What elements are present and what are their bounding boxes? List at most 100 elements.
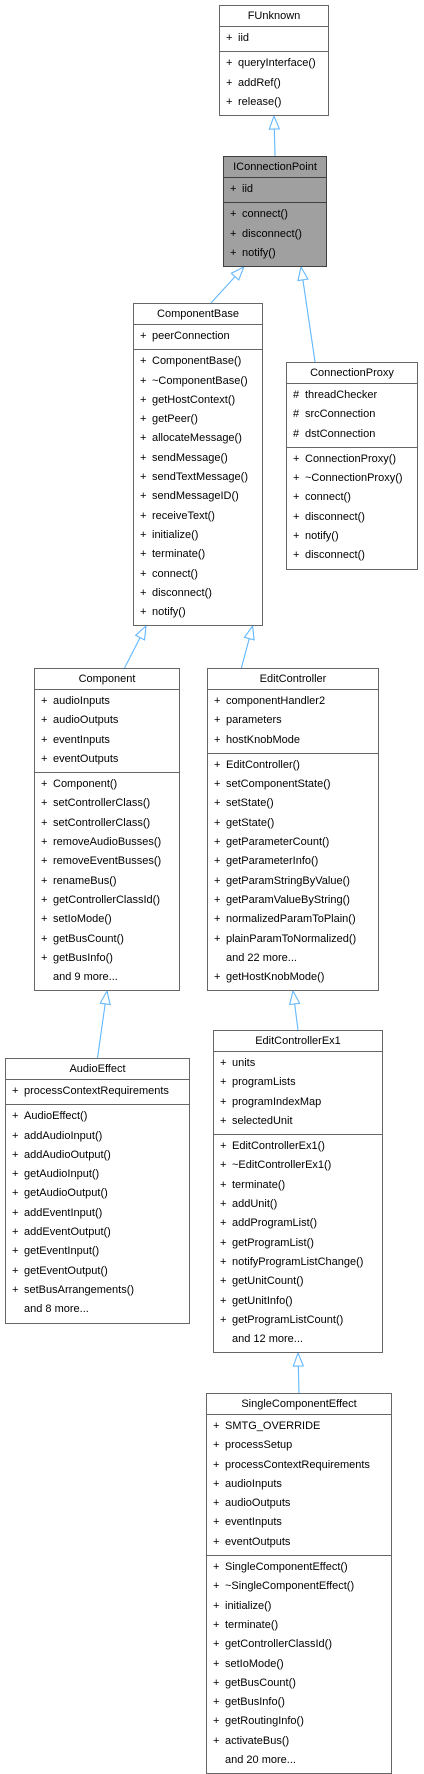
operation-row[interactable]: +ConnectionProxy(): [287, 450, 417, 469]
class-title[interactable]: EditController: [208, 669, 378, 690]
operation-row[interactable]: +notify(): [287, 527, 417, 546]
operation-row[interactable]: +getProgramListCount(): [214, 1311, 382, 1330]
operation-row[interactable]: +getParameterInfo(): [208, 852, 378, 871]
class-componentbase[interactable]: ComponentBase+peerConnection+ComponentBa…: [133, 303, 263, 627]
operation-row[interactable]: and 12 more...: [214, 1330, 382, 1349]
attribute-row[interactable]: +iid: [224, 180, 326, 199]
attribute-row[interactable]: +eventInputs: [35, 731, 179, 750]
operation-row[interactable]: +setComponentState(): [208, 775, 378, 794]
class-title[interactable]: ConnectionProxy: [287, 363, 417, 384]
attribute-row[interactable]: +componentHandler2: [208, 692, 378, 711]
class-editcontroller[interactable]: EditController +componentHandler2+paramet…: [207, 668, 379, 992]
operation-row[interactable]: +removeAudioBusses(): [35, 833, 179, 852]
operation-row[interactable]: +setIoMode(): [35, 910, 179, 929]
operation-row[interactable]: +notify(): [134, 603, 262, 622]
operation-row[interactable]: and 22 more...: [208, 949, 378, 968]
operation-row[interactable]: +getBusCount(): [207, 1674, 391, 1693]
attribute-row[interactable]: #srcConnection: [287, 405, 417, 424]
operation-row[interactable]: +activateBus(): [207, 1732, 391, 1751]
class-title[interactable]: SingleComponentEffect: [207, 1394, 391, 1415]
operation-row[interactable]: +plainParamToNormalized(): [208, 930, 378, 949]
operation-row[interactable]: +disconnect(): [287, 508, 417, 527]
operation-row[interactable]: +getParameterCount(): [208, 833, 378, 852]
operation-row[interactable]: +terminate(): [207, 1616, 391, 1635]
operation-row[interactable]: +addUnit(): [214, 1195, 382, 1214]
attribute-row[interactable]: +parameters: [208, 711, 378, 730]
operation-row[interactable]: +getAudioOutput(): [6, 1184, 189, 1203]
class-title[interactable]: Component: [35, 669, 179, 690]
operation-row[interactable]: +terminate(): [214, 1176, 382, 1195]
operation-row[interactable]: +Component(): [35, 775, 179, 794]
attribute-row[interactable]: +audioInputs: [207, 1475, 391, 1494]
operation-row[interactable]: +getHostKnobMode(): [208, 968, 378, 987]
operation-row[interactable]: +~ConnectionProxy(): [287, 469, 417, 488]
class-editcontrollerex1[interactable]: EditControllerEx1+units+programLists+pro…: [213, 1030, 383, 1354]
operation-row[interactable]: +sendTextMessage(): [134, 468, 262, 487]
attribute-row[interactable]: +audioInputs: [35, 692, 179, 711]
operation-row[interactable]: +addProgramList(): [214, 1214, 382, 1233]
operation-row[interactable]: +setControllerClass(): [35, 814, 179, 833]
operation-row[interactable]: +addAudioOutput(): [6, 1146, 189, 1165]
operation-row[interactable]: +getUnitCount(): [214, 1272, 382, 1291]
attribute-row[interactable]: +hostKnobMode: [208, 731, 378, 750]
operation-row[interactable]: +getBusCount(): [35, 930, 179, 949]
operation-row[interactable]: +normalizedParamToPlain(): [208, 910, 378, 929]
operation-row[interactable]: +addRef(): [220, 74, 328, 93]
operation-row[interactable]: +notify(): [224, 244, 326, 263]
operation-row[interactable]: +getAudioInput(): [6, 1165, 189, 1184]
operation-row[interactable]: +removeEventBusses(): [35, 852, 179, 871]
operation-row[interactable]: +getControllerClassId(): [35, 891, 179, 910]
operation-row[interactable]: +SingleComponentEffect(): [207, 1558, 391, 1577]
operation-row[interactable]: +disconnect(): [287, 546, 417, 565]
operation-row[interactable]: +disconnect(): [224, 225, 326, 244]
operation-row[interactable]: +initialize(): [134, 526, 262, 545]
operation-row[interactable]: +allocateMessage(): [134, 429, 262, 448]
operation-row[interactable]: +receiveText(): [134, 507, 262, 526]
operation-row[interactable]: +EditController(): [208, 756, 378, 775]
attribute-row[interactable]: +units: [214, 1054, 382, 1073]
operation-row[interactable]: +setState(): [208, 794, 378, 813]
class-audioeffect[interactable]: AudioEffect+processContextRequirements+A…: [5, 1058, 190, 1324]
operation-row[interactable]: +addEventOutput(): [6, 1223, 189, 1242]
operation-row[interactable]: +getBusInfo(): [35, 949, 179, 968]
operation-row[interactable]: +connect(): [134, 565, 262, 584]
operation-row[interactable]: +getControllerClassId(): [207, 1635, 391, 1654]
operation-row[interactable]: +getHostContext(): [134, 391, 262, 410]
operation-row[interactable]: +terminate(): [134, 545, 262, 564]
operation-row[interactable]: +getState(): [208, 814, 378, 833]
attribute-row[interactable]: +audioOutputs: [35, 711, 179, 730]
class-component[interactable]: Component +audioInputs+audioOutputs+event…: [34, 668, 180, 992]
operation-row[interactable]: +getBusInfo(): [207, 1693, 391, 1712]
operation-row[interactable]: +setBusArrangements(): [6, 1281, 189, 1300]
operation-row[interactable]: +sendMessage(): [134, 449, 262, 468]
class-title[interactable]: FUnknown: [220, 6, 328, 27]
class-iconnectionpoint[interactable]: IConnectionPoint +iid +connect()+disconnec…: [223, 156, 327, 268]
operation-row[interactable]: +sendMessageID(): [134, 487, 262, 506]
class-title[interactable]: IConnectionPoint: [224, 157, 326, 178]
class-title[interactable]: AudioEffect: [6, 1059, 189, 1080]
operation-row[interactable]: +addEventInput(): [6, 1204, 189, 1223]
attribute-row[interactable]: +eventInputs: [207, 1513, 391, 1532]
operation-row[interactable]: +setControllerClass(): [35, 794, 179, 813]
operation-row[interactable]: +getProgramList(): [214, 1234, 382, 1253]
class-connectionproxy[interactable]: ConnectionProxy#threadChecker#srcConnect…: [286, 362, 418, 570]
operation-row[interactable]: +getRoutingInfo(): [207, 1712, 391, 1731]
operation-row[interactable]: +queryInterface(): [220, 54, 328, 73]
class-singlecomponenteffect[interactable]: SingleComponentEffect+SMTG_OVERRIDE+proc…: [206, 1393, 392, 1774]
operation-row[interactable]: +~ComponentBase(): [134, 372, 262, 391]
attribute-row[interactable]: +processSetup: [207, 1436, 391, 1455]
operation-row[interactable]: +initialize(): [207, 1597, 391, 1616]
operation-row[interactable]: and 20 more...: [207, 1751, 391, 1770]
operation-row[interactable]: and 9 more...: [35, 968, 179, 987]
attribute-row[interactable]: +processContextRequirements: [207, 1456, 391, 1475]
operation-row[interactable]: +ComponentBase(): [134, 352, 262, 371]
operation-row[interactable]: +getParamStringByValue(): [208, 872, 378, 891]
operation-row[interactable]: +AudioEffect(): [6, 1107, 189, 1126]
operation-row[interactable]: +connect(): [224, 205, 326, 224]
attribute-row[interactable]: #dstConnection: [287, 425, 417, 444]
operation-row[interactable]: +getEventOutput(): [6, 1262, 189, 1281]
attribute-row[interactable]: +iid: [220, 29, 328, 48]
operation-row[interactable]: +EditControllerEx1(): [214, 1137, 382, 1156]
operation-row[interactable]: and 8 more...: [6, 1300, 189, 1319]
operation-row[interactable]: +connect(): [287, 488, 417, 507]
